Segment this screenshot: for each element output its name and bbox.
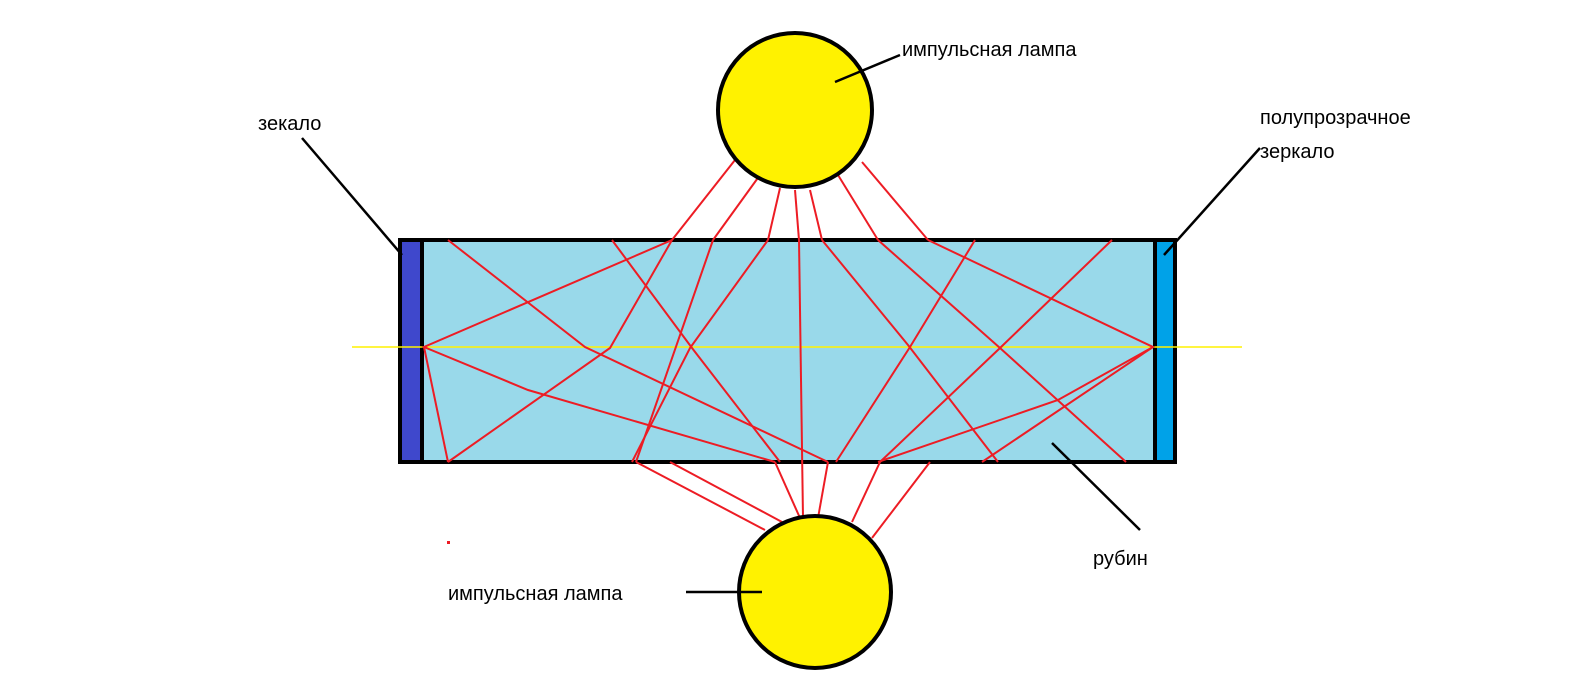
light-ray <box>835 239 976 463</box>
light-ray <box>712 174 761 241</box>
right-mirror-label-line2: зеркало <box>1260 141 1335 163</box>
light-ray <box>774 461 801 519</box>
light-ray <box>423 346 449 463</box>
light-ray <box>877 239 1156 463</box>
light-ray <box>611 239 781 463</box>
light-ray <box>837 174 879 241</box>
red-dot <box>447 541 450 544</box>
light-ray <box>981 346 1154 463</box>
leader-line-top-lamp <box>834 53 901 84</box>
left-mirror <box>398 238 424 464</box>
light-ray <box>851 461 881 523</box>
leader-line-right-mirror <box>1163 147 1261 256</box>
top-lamp-label: импульсная лампа <box>902 39 1077 61</box>
light-ray <box>669 461 783 523</box>
light-ray <box>794 189 800 241</box>
light-rays <box>421 159 1156 539</box>
light-ray <box>798 239 804 519</box>
light-ray <box>861 161 929 241</box>
leader-line-ruby <box>1051 442 1141 531</box>
right-mirror <box>1153 238 1177 464</box>
light-ray <box>631 239 769 463</box>
bottom-lamp-label: импульсная лампа <box>448 583 623 605</box>
light-ray <box>447 239 673 463</box>
light-ray <box>421 239 776 463</box>
left-mirror-label: зекало <box>258 113 321 135</box>
right-mirror-label-line1: полупрозрачное <box>1260 107 1411 129</box>
light-ray <box>635 461 766 531</box>
light-ray <box>635 239 714 463</box>
leader-line-left-mirror <box>301 137 403 256</box>
top-flash-lamp <box>716 31 874 189</box>
light-ray <box>447 239 829 463</box>
ruby-rod <box>398 238 1177 464</box>
light-ray <box>767 187 781 241</box>
light-ray <box>879 239 1113 463</box>
light-ray <box>671 159 736 241</box>
light-ray <box>809 189 823 241</box>
light-ray <box>871 461 931 539</box>
light-ray <box>821 239 999 463</box>
ruby-label: рубин <box>1093 548 1148 570</box>
light-ray <box>817 461 829 519</box>
